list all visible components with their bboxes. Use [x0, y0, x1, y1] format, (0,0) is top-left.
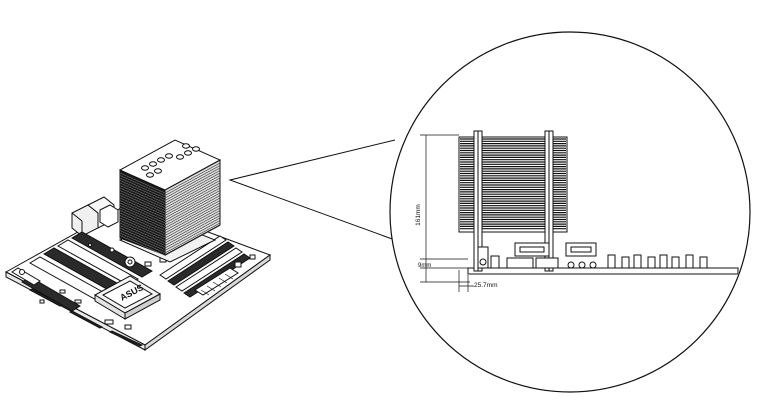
chipset-heatsink [93, 275, 162, 320]
fin-line [119, 180, 166, 201]
header-pin [647, 256, 656, 269]
fin-line [119, 200, 166, 221]
heatpipe-caps [141, 143, 200, 178]
fin-line [164, 212, 221, 244]
header-pin [633, 254, 642, 269]
fin-line [119, 215, 166, 236]
heatsink-top-plate [118, 139, 222, 191]
fin-line [164, 190, 221, 221]
fin-line [119, 205, 166, 226]
fin-line [119, 190, 166, 211]
pcie-slots [11, 231, 153, 312]
cpu-cooler-illustration [118, 139, 222, 263]
fin-line [164, 185, 221, 216]
fin-line [164, 170, 221, 201]
fin-line [119, 185, 166, 206]
fin-line [119, 210, 166, 231]
fin-line [164, 202, 221, 234]
header-pin [699, 256, 708, 269]
dimension-offset-label: 25.7mm [474, 282, 497, 289]
fin-line [164, 175, 221, 206]
fin-line [119, 182, 166, 204]
fin-line [164, 225, 221, 256]
header-pin [685, 254, 694, 269]
fin-line [164, 217, 221, 249]
fin-line [119, 232, 166, 254]
fin-line [164, 195, 221, 226]
header-pin [671, 256, 680, 269]
fin-line [119, 207, 166, 229]
dimension-lines [420, 134, 474, 292]
atx-power-connector [194, 267, 239, 296]
fin-line [119, 192, 166, 214]
fin-line [164, 180, 221, 211]
fin-line [164, 215, 221, 246]
fin-line [164, 205, 221, 236]
fin-line [119, 195, 166, 216]
fin-line [119, 225, 166, 246]
header-pin [659, 254, 668, 269]
fin-line [119, 235, 166, 256]
heatsink-fins-left [119, 172, 166, 256]
header-pin [607, 254, 616, 269]
fin-line [164, 192, 221, 224]
fin-line [164, 177, 221, 209]
fin-line [164, 172, 221, 204]
dimension-clearance-label: 9mm [418, 263, 431, 269]
fin-line [164, 210, 221, 241]
fin-line [119, 230, 166, 251]
callout-detail: 161mm 9mm 25.7mm [415, 130, 739, 292]
fin-line [164, 197, 221, 229]
fin-line [164, 182, 221, 214]
fin-line [164, 187, 221, 219]
header-pin [621, 256, 630, 269]
fin-line [164, 200, 221, 231]
fin-line [119, 227, 166, 249]
fin-line [119, 217, 166, 239]
fin-line [119, 172, 166, 194]
fin-line [164, 222, 221, 254]
fin-line [119, 197, 166, 219]
detail-pcb [467, 267, 739, 275]
fin-line [119, 175, 166, 196]
fin-line [119, 202, 166, 224]
rear-io-block [71, 196, 119, 237]
detail-header-pins [607, 254, 708, 269]
detail-io-components [477, 242, 597, 269]
fin-line [164, 167, 221, 199]
callout-pointer [228, 139, 396, 241]
fin-line [119, 177, 166, 199]
heatsink-fins-right [164, 162, 221, 256]
motherboard-pcb-edge-right [144, 254, 271, 351]
callout-circle [389, 31, 751, 393]
fin-line [164, 207, 221, 239]
fin-line [164, 220, 221, 251]
fin-line [119, 212, 166, 234]
fin-line [119, 220, 166, 241]
bottom-connectors [28, 288, 144, 347]
fin-line [164, 165, 221, 196]
fin-line [119, 222, 166, 244]
fin-line [164, 162, 221, 194]
fin-line [119, 187, 166, 209]
dimension-height-label: 161mm [415, 204, 422, 226]
